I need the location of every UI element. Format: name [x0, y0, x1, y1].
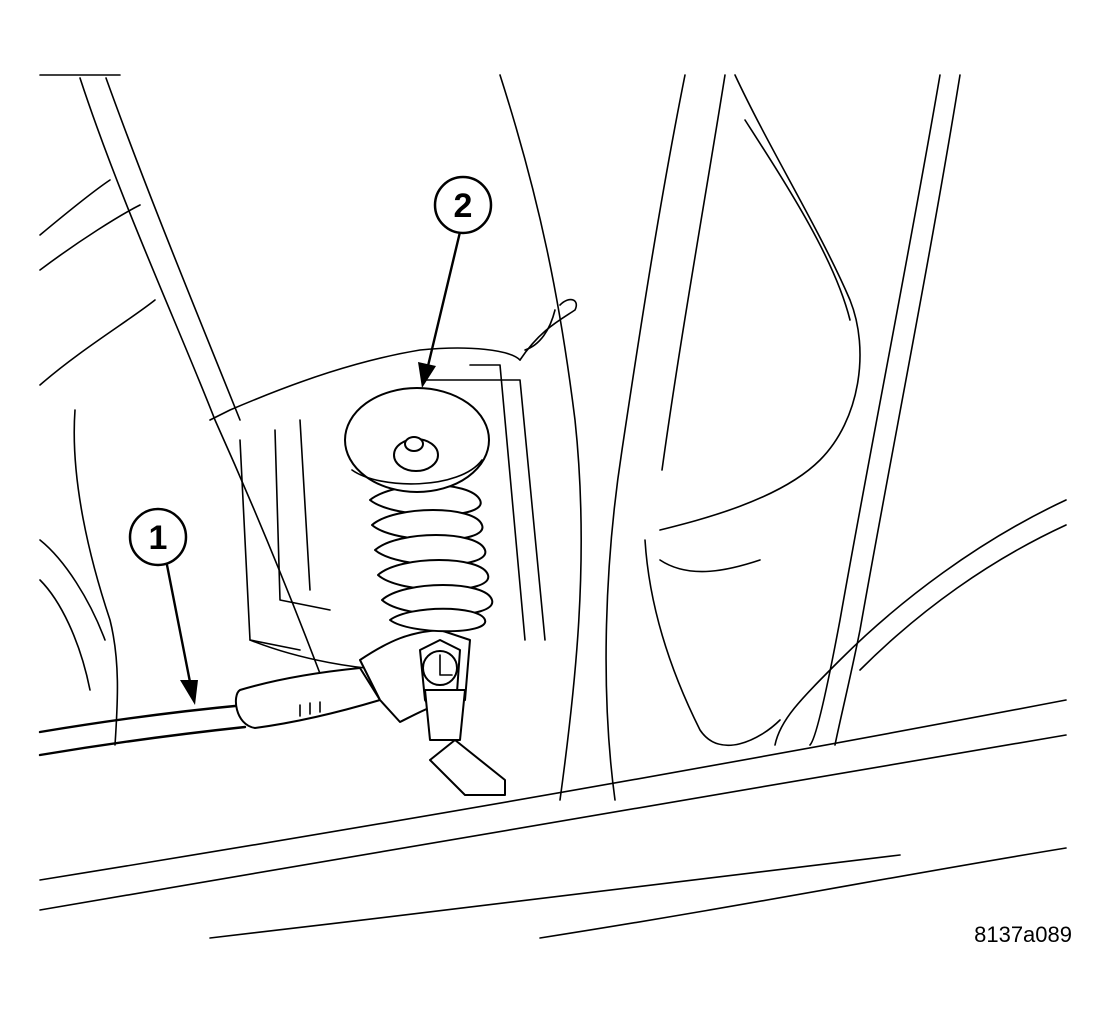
- coil-spring: [369, 484, 494, 633]
- parking-brake-cable: [38, 629, 471, 757]
- callout-1: 1: [128, 507, 188, 567]
- callout-2: 2: [433, 175, 493, 235]
- floor-rails: [39, 699, 1067, 939]
- figure-id-label: 8137a089: [974, 922, 1072, 947]
- callout-2-label: 2: [454, 187, 473, 225]
- leader-arrow-2: [418, 230, 462, 388]
- leader-arrow-1: [165, 563, 198, 705]
- spring-isolator: [344, 387, 506, 796]
- callout-1-label: 1: [149, 519, 168, 557]
- body-panel-lines: [39, 74, 1067, 801]
